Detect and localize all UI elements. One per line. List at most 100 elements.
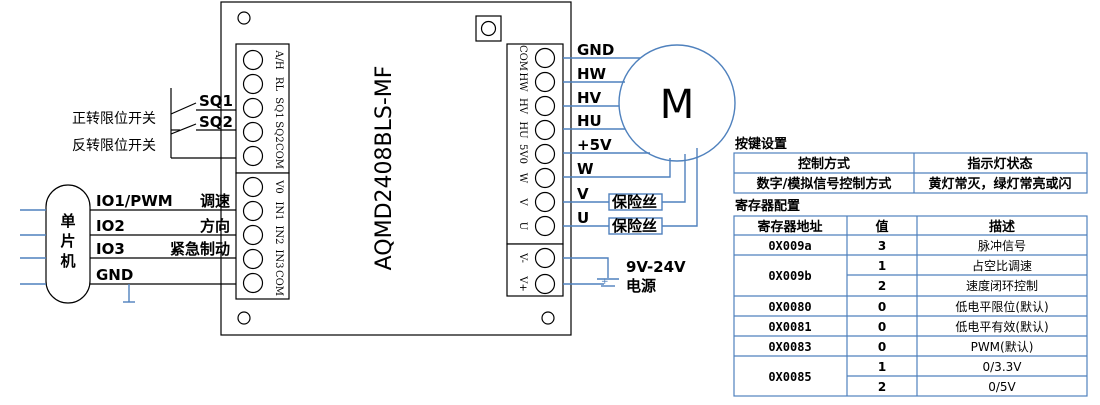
terminal-label: COM — [273, 270, 284, 296]
terminal-screw-icon — [534, 273, 556, 295]
mcu-pin-label: GND — [96, 266, 133, 284]
register-desc: 0/5V — [988, 380, 1016, 394]
mcu-block: 单 片 机 — [45, 184, 91, 304]
terminal-screw-icon — [242, 248, 264, 270]
mcu-function-label: 紧急制动 — [170, 240, 230, 258]
terminal-label: IN3 — [273, 249, 284, 268]
fuse-u — [608, 217, 663, 235]
motor-wiring — [563, 57, 698, 227]
forward-limit-label: 正转限位开关 — [72, 111, 156, 127]
terminal-label: SQ1 — [273, 97, 284, 118]
sq2-label: SQ2 — [199, 113, 233, 131]
register-address: 0X009a — [768, 239, 811, 253]
register-desc: 0/3.3V — [983, 360, 1023, 374]
register-header: 寄存器地址 — [757, 219, 822, 235]
register-desc: PWM(默认) — [971, 339, 1034, 354]
terminal-label: V0 — [273, 179, 284, 194]
fuse-label: 保险丝 — [611, 217, 657, 235]
mcu-wiring — [90, 209, 236, 285]
mount-hole-icon — [237, 11, 251, 25]
register-address: 0X0080 — [768, 300, 811, 314]
terminal-screw-icon — [242, 200, 264, 222]
terminal-label: 5V0 — [517, 144, 528, 164]
register-value: 3 — [878, 239, 886, 253]
right-terminal-block-power — [506, 243, 564, 297]
register-desc: 低电平有效(默认) — [955, 319, 1048, 334]
register-address: 0X009b — [768, 269, 811, 283]
fuse-v — [608, 193, 663, 211]
key-settings-title: 按键设置 — [735, 136, 787, 152]
right-terminal-power-group: V-V+ — [517, 247, 556, 295]
terminal-screw-icon — [242, 121, 264, 143]
register-desc: 速度闭环控制 — [966, 278, 1038, 293]
terminal-screw-icon — [242, 73, 264, 95]
limit-switch-wiring — [170, 88, 236, 159]
mcu-pin-label: IO1/PWM — [96, 192, 173, 210]
terminal-screw-icon — [242, 176, 264, 198]
register-desc: 脉冲信号 — [978, 238, 1026, 253]
terminal-label: V+ — [517, 275, 528, 292]
mcu-label-char: 单 — [60, 212, 75, 230]
register-address: 0X0085 — [768, 370, 811, 384]
terminal-label: A/H — [273, 49, 284, 70]
power-wiring — [563, 257, 619, 287]
battery-plus-icon: + — [601, 277, 609, 287]
terminal-screw-icon — [534, 47, 556, 69]
motor-wire-label: GND — [577, 41, 614, 59]
register-header: 描述 — [989, 219, 1015, 235]
power-voltage: 9V-24V — [626, 258, 686, 276]
terminal-screw-icon — [534, 215, 556, 237]
board-button-icon — [475, 15, 502, 42]
motor-wire-label: W — [577, 160, 594, 178]
terminal-label: IN2 — [273, 225, 284, 244]
right-terminal-block-main — [506, 43, 564, 245]
register-value: 2 — [878, 279, 886, 293]
terminal-label: V — [517, 197, 528, 206]
motor-wire-label: HW — [577, 65, 607, 83]
key-settings-header: 控制方式 — [798, 156, 850, 172]
terminal-label: COM — [517, 45, 528, 71]
terminal-label: RL — [273, 77, 284, 92]
motor-wire-label: HU — [577, 112, 602, 130]
fuse-label: 保险丝 — [611, 193, 657, 211]
terminal-label: HV — [517, 98, 528, 115]
terminal-screw-icon — [242, 145, 264, 167]
motor-wire-label: V — [577, 185, 589, 203]
terminal-screw-icon — [534, 143, 556, 165]
terminal-screw-icon — [534, 191, 556, 213]
register-value: 0 — [878, 320, 886, 334]
reverse-limit-label: 反转限位开关 — [72, 138, 156, 154]
sq1-label: SQ1 — [199, 92, 233, 110]
terminal-screw-icon — [242, 49, 264, 71]
key-settings-table — [733, 152, 1088, 194]
register-address: 0X0081 — [768, 320, 811, 334]
motor-wire-label: U — [577, 209, 589, 227]
register-address: 0X0083 — [768, 340, 811, 354]
terminal-label: SQ2 — [273, 121, 284, 142]
motor: M — [618, 44, 736, 162]
terminal-screw-icon — [534, 71, 556, 93]
mcu-function-label: 调速 — [200, 192, 230, 210]
motor-wire-label: +5V — [577, 136, 612, 154]
terminal-label: HW — [517, 73, 528, 93]
mount-hole-icon — [541, 311, 555, 325]
mcu-function-label: 方向 — [200, 217, 230, 235]
motor-symbol: M — [660, 82, 695, 128]
terminal-screw-icon — [242, 97, 264, 119]
motor-icon — [618, 44, 736, 162]
key-settings-cell: 黄灯常灭，绿灯常亮或闪 — [928, 176, 1071, 192]
mcu-label-char: 片 — [60, 232, 75, 250]
register-config-title: 寄存器配置 — [735, 198, 800, 214]
mount-hole-icon — [237, 311, 251, 325]
terminal-screw-icon — [534, 95, 556, 117]
register-header: 值 — [875, 219, 888, 235]
terminal-label: W — [517, 173, 528, 184]
terminal-screw-icon — [534, 247, 556, 269]
terminal-label: HU — [517, 121, 528, 138]
register-desc: 占空比调速 — [972, 258, 1032, 273]
